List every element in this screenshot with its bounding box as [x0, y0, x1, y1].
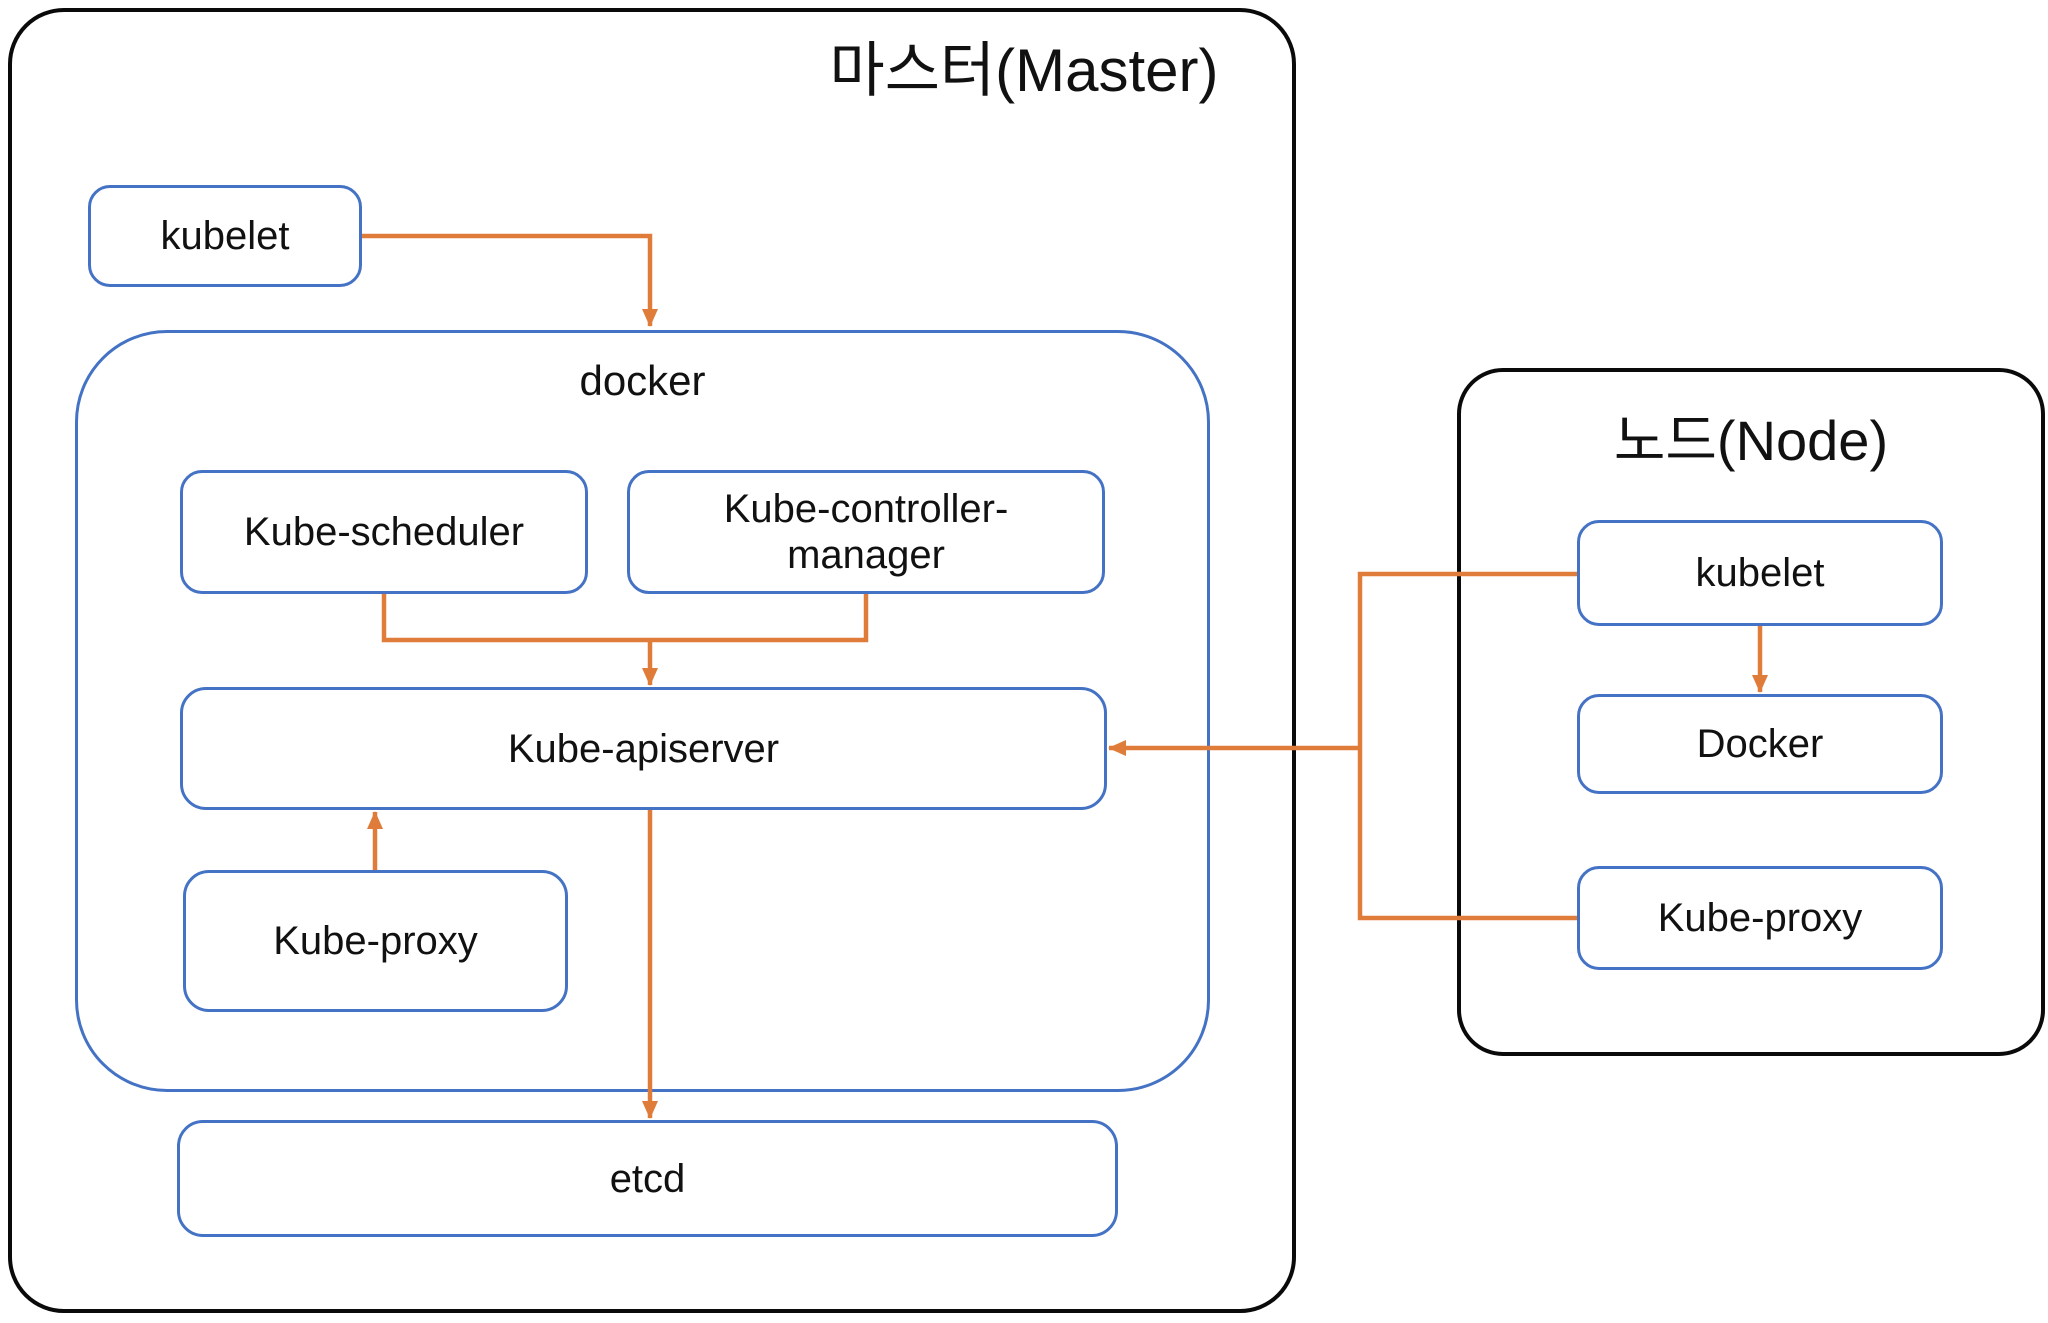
docker-container: docker — [75, 330, 1210, 1092]
kubelet-label-master: kubelet — [160, 214, 290, 258]
master-title: 마스터(Master) — [829, 37, 1219, 104]
kube-scheduler-label: Kube-scheduler — [243, 510, 525, 554]
docker-label: docker — [579, 357, 706, 404]
etcd-box: etcd — [177, 1120, 1118, 1237]
kube-controller-manager-label: Kube-controller-manager — [723, 487, 1009, 577]
kube-proxy-label-master: Kube-proxy — [273, 919, 478, 963]
node-title: 노드(Node) — [1613, 409, 1889, 472]
docker-label-node: Docker — [1696, 722, 1824, 766]
kube-proxy-box-master: Kube-proxy — [183, 870, 568, 1012]
kube-proxy-box-node: Kube-proxy — [1577, 866, 1943, 970]
docker-box-node: Docker — [1577, 694, 1943, 794]
kube-controller-manager-box: Kube-controller-manager — [627, 470, 1105, 594]
etcd-label: etcd — [609, 1156, 686, 1201]
kube-apiserver-box: Kube-apiserver — [180, 687, 1107, 810]
master-container — [8, 8, 1296, 1313]
kubelet-box-node: kubelet — [1577, 520, 1943, 626]
kube-proxy-label-node: Kube-proxy — [1657, 896, 1863, 940]
kubelet-label-node: kubelet — [1695, 551, 1825, 595]
kubelet-box-master: kubelet — [88, 185, 362, 287]
kube-scheduler-box: Kube-scheduler — [180, 470, 588, 594]
kube-apiserver-label: Kube-apiserver — [507, 726, 780, 771]
